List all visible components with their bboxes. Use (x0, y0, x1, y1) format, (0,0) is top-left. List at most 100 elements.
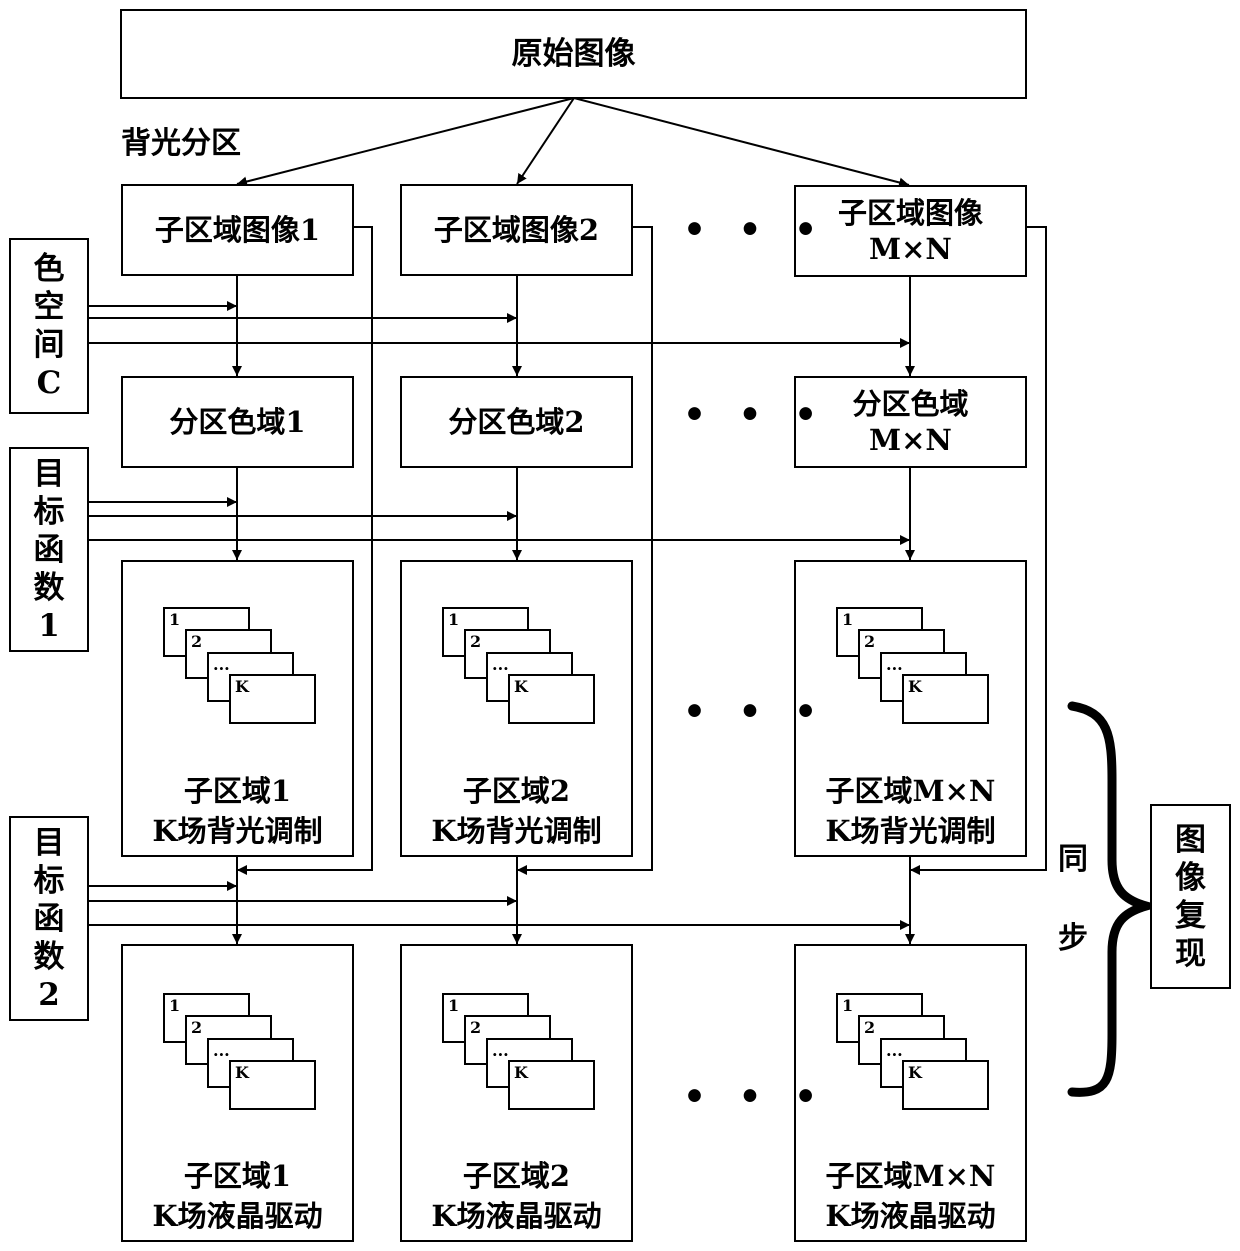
field-label: 1 (842, 611, 853, 629)
gamut-box-mn: 分区色域 M×N (794, 376, 1027, 468)
subimage-box-1: 子区域图像1 (121, 184, 354, 276)
image-reproduction-box: 图 像 复 现 (1150, 804, 1231, 989)
objective2-char: 目 (34, 824, 65, 862)
sync-char-2: 步 (1058, 922, 1088, 956)
color-space-char: C (37, 364, 62, 402)
output-char: 像 (1175, 859, 1206, 897)
subimage-box-mn: 子区域图像 M×N (794, 185, 1027, 277)
field-label: 1 (169, 611, 180, 629)
subimage-label: 子区域图像2 (434, 212, 599, 248)
field-frame-k: K (902, 674, 989, 724)
ellipsis-row-4: • • • (683, 1082, 827, 1112)
ellipsis-row-2: • • • (683, 400, 827, 430)
field-label: 2 (864, 1019, 875, 1037)
field-label: 2 (864, 633, 875, 651)
field-label: 2 (191, 1019, 202, 1037)
gamut-box-1: 分区色域1 (121, 376, 354, 468)
gamut-label: 分区色域2 (448, 404, 584, 440)
lcd-drive-label: K场液晶驱动 (123, 1196, 352, 1236)
output-char: 复 (1175, 897, 1206, 935)
backlight-caption: 子区域1 K场背光调制 (123, 771, 352, 851)
output-char: 图 (1175, 821, 1206, 859)
field-label: K (235, 1064, 249, 1082)
sync-char-1: 同 (1058, 843, 1088, 877)
objective1-char: 目 (34, 455, 65, 493)
objective2-char: 函 (34, 900, 65, 938)
field-frame-k: K (902, 1060, 989, 1110)
field-label: 1 (169, 997, 180, 1015)
gamut-label: 分区色域 (852, 386, 968, 422)
backlight-caption: 子区域M×N K场背光调制 (796, 771, 1025, 851)
field-label: K (908, 1064, 922, 1082)
subimage-label: 子区域图像1 (155, 212, 320, 248)
backlight-mod-label: K场背光调制 (123, 811, 352, 851)
backlight-box-2: 1 2 ... K 子区域2 K场背光调制 (400, 560, 633, 857)
field-label: ... (492, 656, 509, 674)
lcd-box-2: 1 2 ... K 子区域2 K场液晶驱动 (400, 944, 633, 1242)
output-char: 现 (1175, 935, 1206, 973)
field-frame-k: K (229, 674, 316, 724)
field-frame-k: K (229, 1060, 316, 1110)
lcd-region-label: 子区域M×N (796, 1156, 1025, 1196)
field-label: K (908, 678, 922, 696)
objective1-char: 函 (34, 531, 65, 569)
field-label: 1 (448, 997, 459, 1015)
field-label: K (235, 678, 249, 696)
objective1-char: 数 (34, 569, 65, 607)
ellipsis-row-3: • • • (683, 697, 827, 727)
backlight-mod-label: K场背光调制 (402, 811, 631, 851)
lcd-box-mn: 1 2 ... K 子区域M×N K场液晶驱动 (794, 944, 1027, 1242)
backlight-region-label: 子区域1 (123, 771, 352, 811)
objective1-char: 1 (38, 607, 60, 645)
ellipsis-row-1: • • • (683, 215, 827, 245)
field-label: ... (886, 1042, 903, 1060)
field-frame-k: K (508, 1060, 595, 1110)
backlight-region-label: 子区域2 (402, 771, 631, 811)
gamut-label-dim: M×N (869, 422, 952, 458)
source-image-label: 原始图像 (512, 36, 636, 72)
lcd-region-label: 子区域1 (123, 1156, 352, 1196)
lcd-caption: 子区域2 K场液晶驱动 (402, 1156, 631, 1236)
backlight-caption: 子区域2 K场背光调制 (402, 771, 631, 851)
field-label: ... (492, 1042, 509, 1060)
backlight-box-1: 1 2 ... K 子区域1 K场背光调制 (121, 560, 354, 857)
objective1-box: 目 标 函 数 1 (9, 447, 89, 652)
field-label: 1 (842, 997, 853, 1015)
objective2-char: 标 (34, 862, 65, 900)
field-frame-k: K (508, 674, 595, 724)
subimage-label: 子区域图像 (838, 195, 983, 231)
sync-brace (1072, 706, 1146, 1092)
gamut-label: 分区色域1 (169, 404, 305, 440)
backlight-mod-label: K场背光调制 (796, 811, 1025, 851)
color-space-char: 色 (34, 250, 65, 288)
lcd-box-1: 1 2 ... K 子区域1 K场液晶驱动 (121, 944, 354, 1242)
field-label: K (514, 678, 528, 696)
subimage-label-dim: M×N (869, 231, 952, 267)
arrow-source-to-sub1 (237, 98, 574, 184)
lcd-drive-label: K场液晶驱动 (402, 1196, 631, 1236)
field-label: K (514, 1064, 528, 1082)
field-label: 2 (191, 633, 202, 651)
objective1-char: 标 (34, 493, 65, 531)
partition-label: 背光分区 (121, 127, 241, 161)
lcd-drive-label: K场液晶驱动 (796, 1196, 1025, 1236)
lcd-caption: 子区域1 K场液晶驱动 (123, 1156, 352, 1236)
field-label: 2 (470, 633, 481, 651)
arrow-source-to-submn (574, 98, 909, 185)
field-label: 2 (470, 1019, 481, 1037)
subimage-box-2: 子区域图像2 (400, 184, 633, 276)
color-space-char: 空 (34, 288, 65, 326)
lcd-region-label: 子区域2 (402, 1156, 631, 1196)
backlight-region-label: 子区域M×N (796, 771, 1025, 811)
field-label: 1 (448, 611, 459, 629)
color-space-box: 色 空 间 C (9, 238, 89, 414)
objective2-char: 数 (34, 938, 65, 976)
lcd-caption: 子区域M×N K场液晶驱动 (796, 1156, 1025, 1236)
field-label: ... (213, 656, 230, 674)
gamut-box-2: 分区色域2 (400, 376, 633, 468)
backlight-box-mn: 1 2 ... K 子区域M×N K场背光调制 (794, 560, 1027, 857)
objective2-box: 目 标 函 数 2 (9, 816, 89, 1021)
source-image-box: 原始图像 (120, 9, 1027, 99)
color-space-char: 间 (34, 326, 65, 364)
field-label: ... (213, 1042, 230, 1060)
